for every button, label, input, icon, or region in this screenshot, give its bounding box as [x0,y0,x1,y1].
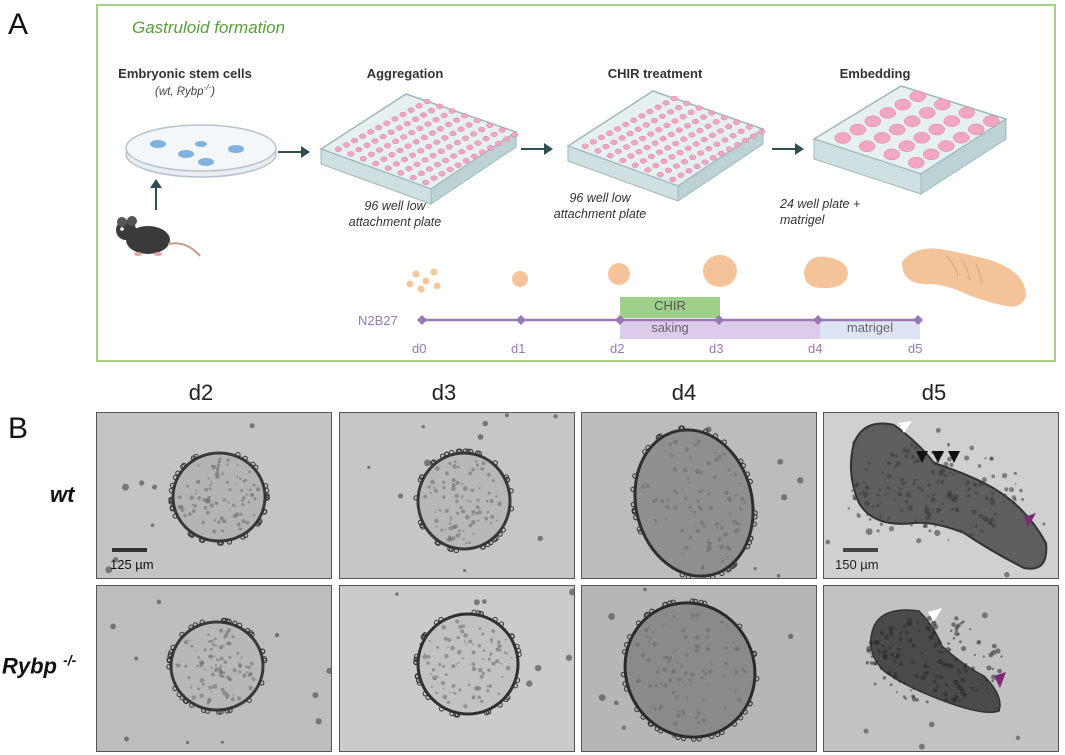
well-plate-24-icon [812,85,1008,195]
timeline-day-label: d4 [808,341,823,356]
scalebar-label-125: 125 µm [110,557,154,572]
timeline-day-label: d5 [908,341,923,356]
mouse-icon [116,216,201,257]
aggregate-stage-icons [406,248,1026,307]
column-header-d4: d4 [671,380,697,405]
plate-label-chir: 96 well low attachment plate [535,190,665,222]
timeline-tick [615,315,625,325]
row-label-wt: wt [50,482,75,507]
plate-wells [334,90,1000,186]
step-label-chir-treatment: CHIR treatment [607,66,703,81]
saking-bar-label: saking [651,320,689,335]
matrigel-bar [820,319,920,339]
plate-label-chir-line2: attachment plate [553,207,647,221]
micrograph-rybp-d4 [581,585,817,752]
timeline-tick [813,315,823,325]
column-header-d5: d5 [921,380,947,405]
micrograph-wt-d4 [581,412,817,579]
scalebar-d5 [843,548,878,552]
micrograph-wt-d3 [339,412,575,579]
arrow-right-icon [772,143,804,155]
arrowhead-white-icon [898,421,912,433]
plate-label-embedding-line1: 24 well plate + [780,197,861,211]
plate-label-embedding: 24 well plate + matrigel [780,196,900,228]
plate-label-aggregation-line2: attachment plate [348,215,442,229]
arrowhead-black-icon [932,451,944,463]
timeline-day-label: d2 [610,341,625,356]
column-header-d3: d3 [431,380,457,405]
scalebar-d2 [112,548,147,552]
panel-a-letter: A [8,8,29,41]
timeline-day-label: d1 [511,341,526,356]
micrograph-rybp-d3 [339,585,575,752]
timeline-tick [516,315,526,325]
micrograph-rybp-d5 [823,585,1059,752]
timeline-day-label: d0 [412,341,427,356]
chir-bar-label: CHIR [654,298,686,313]
arrowhead-black-icon [948,451,960,463]
arrowhead-white-icon [928,608,942,622]
step-label-embedding: Embedding [839,66,911,81]
timeline-tick [714,315,724,325]
arrow-right-icon [278,146,310,158]
micrograph-rybp-d2 [96,585,332,752]
formation-title: Gastruloid formation [132,18,286,37]
plate-label-embedding-line2: matrigel [780,213,825,227]
timeline-tick [417,315,427,325]
timeline-tick [913,315,923,325]
row-label-rybp: Rybp -/- [2,652,77,679]
column-header-d2: d2 [188,380,214,405]
plate-label-chir-line1: 96 well low [569,191,631,205]
timeline-day-label: d3 [709,341,724,356]
gastruloid-formation-frame [96,4,1056,362]
arrow-right-icon [521,143,553,155]
arrow-up-icon [150,179,162,210]
timeline-axis [417,315,923,325]
plate-label-aggregation: 96 well low attachment plate [330,198,460,230]
plate-label-aggregation-line1: 96 well low [364,199,426,213]
arrowhead-purple-icon [994,672,1006,688]
scalebar-label-150: 150 µm [835,557,879,572]
arrowhead-black-icon [916,451,928,463]
petri-dish-icon [125,124,277,178]
step-sublabel-genotypes: (wt, Rybp-/-) [155,83,215,98]
formation-illustration [116,85,1026,307]
micrograph-wt-d2 [96,412,332,579]
arrowhead-purple-icon [1024,513,1036,527]
chir-bar [620,297,720,318]
panel-b-letter: B [8,412,29,445]
saking-bar [620,319,820,339]
step-label-stem-cells: Embryonic stem cells [118,66,252,81]
micrograph-wt-d5 [823,412,1059,579]
timeline-medium-label: N2B27 [358,313,398,328]
step-label-aggregation: Aggregation [366,66,444,81]
matrigel-bar-label: matrigel [846,320,894,335]
